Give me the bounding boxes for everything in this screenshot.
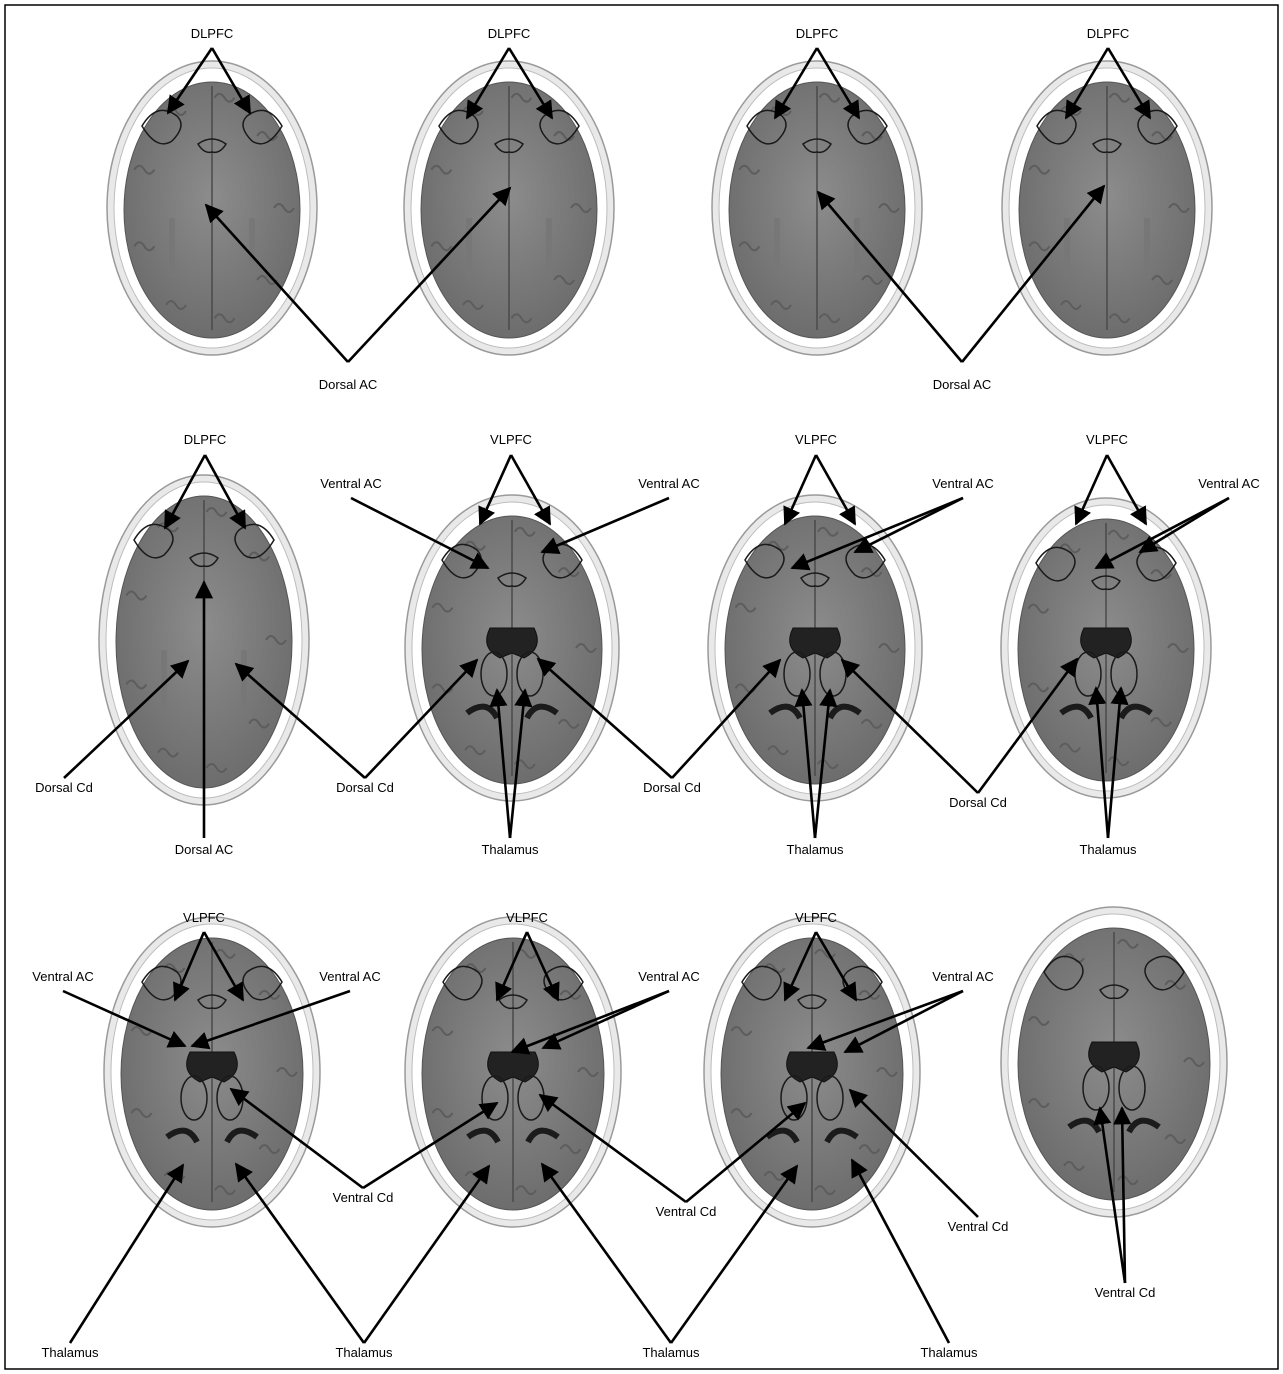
label-ventral-ac: Ventral AC bbox=[638, 476, 699, 491]
label-dorsal-cd: Dorsal Cd bbox=[336, 780, 394, 795]
mri-slice bbox=[107, 61, 317, 355]
arrow bbox=[70, 1165, 183, 1343]
ventricle bbox=[488, 1052, 539, 1082]
mri-slice bbox=[712, 61, 922, 355]
label-vlpfc: VLPFC bbox=[1086, 432, 1128, 447]
ventricle bbox=[787, 1052, 838, 1082]
label-dorsal-ac: Dorsal AC bbox=[319, 377, 378, 392]
label-ventral-cd: Ventral Cd bbox=[948, 1219, 1009, 1234]
arrow bbox=[542, 1164, 671, 1343]
ventricle bbox=[487, 628, 538, 658]
label-thalamus: Thalamus bbox=[481, 842, 539, 857]
label-ventral-ac: Ventral AC bbox=[1198, 476, 1259, 491]
label-thalamus: Thalamus bbox=[786, 842, 844, 857]
label-ventral-cd: Ventral Cd bbox=[1095, 1285, 1156, 1300]
ventricle bbox=[1081, 628, 1132, 658]
mri-slice bbox=[1001, 907, 1227, 1217]
ventricle bbox=[187, 1052, 238, 1082]
label-thalamus: Thalamus bbox=[642, 1345, 700, 1360]
label-ventral-ac: Ventral AC bbox=[320, 476, 381, 491]
label-ventral-ac: Ventral AC bbox=[932, 969, 993, 984]
label-dorsal-cd: Dorsal Cd bbox=[35, 780, 93, 795]
label-dlpfc: DLPFC bbox=[796, 26, 839, 41]
label-dorsal-ac: Dorsal AC bbox=[175, 842, 234, 857]
brain-slices bbox=[99, 61, 1227, 1227]
label-dlpfc: DLPFC bbox=[1087, 26, 1130, 41]
mri-slice bbox=[1001, 498, 1211, 798]
label-dlpfc: DLPFC bbox=[191, 26, 234, 41]
ventricle bbox=[790, 628, 841, 658]
mri-slice bbox=[1002, 61, 1212, 355]
ventricle bbox=[1089, 1042, 1140, 1072]
mri-slice bbox=[404, 61, 614, 355]
label-dlpfc: DLPFC bbox=[488, 26, 531, 41]
label-dlpfc: DLPFC bbox=[184, 432, 227, 447]
label-ventral-cd: Ventral Cd bbox=[333, 1190, 394, 1205]
label-dorsal-cd: Dorsal Cd bbox=[643, 780, 701, 795]
label-vlpfc: VLPFC bbox=[795, 432, 837, 447]
label-ventral-ac: Ventral AC bbox=[932, 476, 993, 491]
mri-slice bbox=[104, 917, 320, 1227]
label-dorsal-cd: Dorsal Cd bbox=[949, 795, 1007, 810]
label-thalamus: Thalamus bbox=[920, 1345, 978, 1360]
label-ventral-ac: Ventral AC bbox=[32, 969, 93, 984]
label-vlpfc: VLPFC bbox=[490, 432, 532, 447]
label-ventral-cd: Ventral Cd bbox=[656, 1204, 717, 1219]
label-ventral-ac: Ventral AC bbox=[319, 969, 380, 984]
label-vlpfc: VLPFC bbox=[506, 910, 548, 925]
label-vlpfc: VLPFC bbox=[183, 910, 225, 925]
label-thalamus: Thalamus bbox=[335, 1345, 393, 1360]
mri-slice bbox=[708, 495, 922, 801]
label-thalamus: Thalamus bbox=[1079, 842, 1137, 857]
mri-slice bbox=[704, 917, 920, 1227]
label-ventral-ac: Ventral AC bbox=[638, 969, 699, 984]
label-thalamus: Thalamus bbox=[41, 1345, 99, 1360]
label-dorsal-ac: Dorsal AC bbox=[933, 377, 992, 392]
label-vlpfc: VLPFC bbox=[795, 910, 837, 925]
arrow bbox=[852, 1160, 949, 1343]
arrow bbox=[671, 1166, 797, 1343]
